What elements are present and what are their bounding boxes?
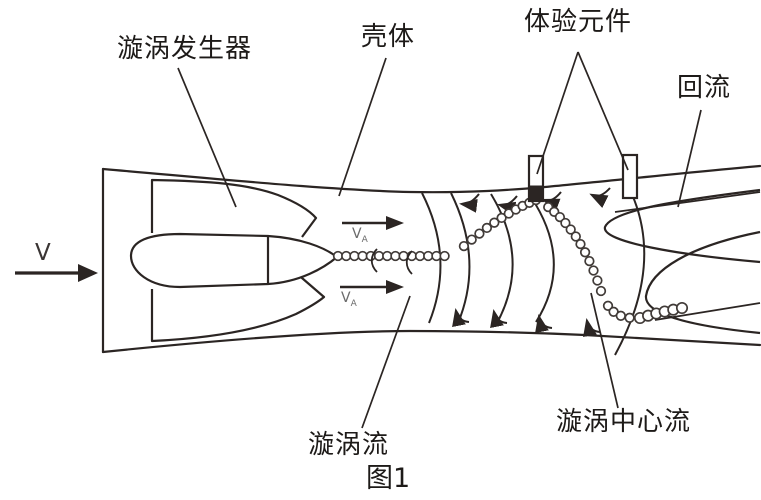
swirl-mark bbox=[370, 248, 378, 273]
vortex-ring bbox=[602, 300, 614, 311]
vortex-ring bbox=[341, 250, 352, 262]
vortex-ring bbox=[431, 250, 442, 262]
label-sensing-element: 体验元件 bbox=[524, 7, 633, 37]
vortex-ring bbox=[474, 228, 485, 239]
vortex-ring bbox=[624, 312, 635, 323]
backflow-loop bbox=[603, 188, 761, 264]
vortex-ring bbox=[489, 217, 500, 228]
label-shell: 壳体 bbox=[361, 22, 416, 52]
leader-vortex-center-flow bbox=[590, 292, 619, 409]
rotation-arrows bbox=[452, 187, 611, 338]
leader-lines bbox=[177, 51, 702, 429]
vortex-ring bbox=[414, 250, 426, 262]
rotation-arrow bbox=[541, 191, 562, 212]
vortex-ring bbox=[584, 255, 595, 267]
vortex-ring bbox=[390, 250, 401, 262]
axial-arrow-upper bbox=[342, 216, 404, 230]
vortex-ring bbox=[439, 250, 450, 262]
vortex-ring bbox=[560, 217, 571, 229]
outlet-fan-line bbox=[614, 191, 761, 213]
vortex-chain bbox=[332, 194, 689, 325]
vortex-ring bbox=[423, 250, 434, 262]
label-inflow-velocity: V bbox=[35, 240, 51, 266]
rotation-arrow bbox=[490, 309, 508, 329]
vortex-ring bbox=[458, 240, 470, 252]
label-vortex-flow: 漩涡流 bbox=[308, 430, 390, 460]
sensor-probes bbox=[527, 153, 639, 203]
leader-backflow bbox=[677, 109, 702, 208]
vortex-ring bbox=[382, 250, 393, 262]
chain-swirl-marks bbox=[370, 248, 413, 275]
rotation-arrow bbox=[583, 318, 601, 338]
vortex-ring bbox=[496, 212, 507, 224]
rotation-arrow bbox=[452, 308, 470, 328]
vortex-ring bbox=[675, 301, 689, 315]
swirler-bottom-blade bbox=[150, 271, 326, 343]
rotation-arrow bbox=[535, 314, 553, 334]
leader-shell bbox=[338, 57, 387, 197]
outlet-fan-line bbox=[654, 302, 761, 321]
swirler-hub bbox=[129, 232, 339, 289]
backflow-loops bbox=[603, 188, 761, 335]
vortex-ring bbox=[349, 250, 360, 262]
vortex-ring bbox=[575, 238, 586, 250]
inflow-arrowhead bbox=[78, 264, 98, 282]
rotation-arrow bbox=[497, 195, 518, 216]
figure-caption: 图1 bbox=[366, 463, 411, 494]
vortex-ring bbox=[357, 250, 368, 262]
leader-vortex-generator bbox=[177, 67, 237, 208]
vortex-ring bbox=[565, 224, 576, 235]
swirler-top-blade bbox=[150, 178, 318, 238]
leader-sensing-element-right bbox=[577, 51, 629, 171]
vortex-ring bbox=[466, 234, 477, 245]
outlet-fan-lines bbox=[614, 191, 761, 321]
vortex-ring bbox=[579, 247, 591, 258]
vortex-ring bbox=[615, 310, 626, 321]
tube-top-wall bbox=[101, 164, 761, 194]
vortex-ring bbox=[373, 250, 385, 262]
vortex-ring bbox=[570, 231, 581, 242]
inflow-arrow bbox=[15, 264, 98, 282]
tube-outline bbox=[101, 164, 761, 354]
label-axial-velocity-lower: VA bbox=[341, 290, 357, 309]
leader-vortex-flow bbox=[361, 295, 411, 429]
swirl-mark bbox=[405, 250, 413, 275]
vortex-ring bbox=[481, 222, 493, 234]
vortex-ring bbox=[332, 250, 344, 262]
vortex-generator bbox=[129, 178, 339, 343]
sensor-probe-1-tip bbox=[528, 185, 544, 202]
label-axial-velocity-upper: VA bbox=[352, 226, 368, 245]
backflow-loop bbox=[644, 230, 761, 335]
rotation-arrow bbox=[459, 193, 480, 213]
leader-sensing-element-left bbox=[536, 51, 579, 175]
label-vortex-center-flow: 漩涡中心流 bbox=[556, 407, 692, 437]
swirl-arc bbox=[530, 196, 555, 323]
rotation-arrow bbox=[589, 187, 611, 208]
axial-arrow-lower bbox=[340, 280, 404, 294]
vortex-ring bbox=[595, 285, 607, 297]
label-vortex-generator: 漩涡发生器 bbox=[117, 34, 253, 64]
vortex-ring bbox=[592, 275, 603, 286]
vortex-ring bbox=[588, 265, 599, 276]
swirl-arc bbox=[450, 192, 471, 324]
swirl-arc bbox=[614, 179, 646, 356]
tube-bottom-wall bbox=[101, 329, 761, 354]
label-backflow: 回流 bbox=[677, 73, 732, 103]
